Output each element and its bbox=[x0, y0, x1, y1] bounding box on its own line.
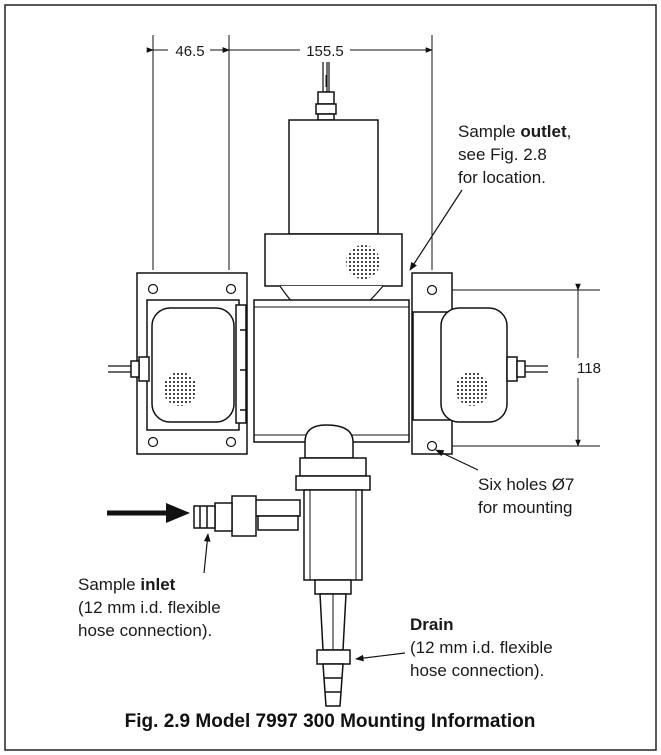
vent-grilles bbox=[163, 245, 489, 406]
callout-holes: Six holes Ø7 for mounting bbox=[478, 475, 574, 517]
svg-text:Six holes Ø7: Six holes Ø7 bbox=[478, 475, 574, 494]
dim-height: 118 bbox=[577, 360, 601, 377]
mounting-holes bbox=[147, 283, 438, 452]
callout-pointers bbox=[203, 189, 479, 662]
svg-text:Sample inlet: Sample inlet bbox=[78, 575, 176, 594]
svg-text:see Fig. 2.8: see Fig. 2.8 bbox=[458, 145, 547, 164]
device-drawing bbox=[108, 62, 548, 707]
svg-text:Drain: Drain bbox=[410, 615, 453, 634]
svg-text:Sample outlet,: Sample outlet, bbox=[458, 122, 571, 141]
callout-outlet: Sample outlet, see Fig. 2.8 for location… bbox=[458, 122, 571, 187]
figure-caption: Fig. 2.9 Model 7997 300 Mounting Informa… bbox=[125, 711, 536, 732]
svg-text:(12 mm i.d. flexible: (12 mm i.d. flexible bbox=[78, 598, 221, 617]
svg-text:(12 mm i.d. flexible: (12 mm i.d. flexible bbox=[410, 638, 553, 657]
dimension-lines bbox=[146, 35, 600, 447]
dim-left-width: 46.5 bbox=[175, 43, 204, 60]
figure-border bbox=[4, 4, 657, 751]
callout-drain: Drain (12 mm i.d. flexible hose connecti… bbox=[410, 615, 553, 680]
svg-text:for location.: for location. bbox=[458, 168, 546, 187]
callout-inlet: Sample inlet (12 mm i.d. flexible hose c… bbox=[78, 575, 221, 640]
inlet-flow-arrow bbox=[107, 503, 190, 523]
svg-text:hose connection).: hose connection). bbox=[78, 621, 212, 640]
dim-center-width: 155.5 bbox=[306, 43, 344, 60]
dim-label-backgrounds bbox=[168, 40, 606, 378]
svg-text:hose connection).: hose connection). bbox=[410, 661, 544, 680]
svg-text:for mounting: for mounting bbox=[478, 498, 573, 517]
